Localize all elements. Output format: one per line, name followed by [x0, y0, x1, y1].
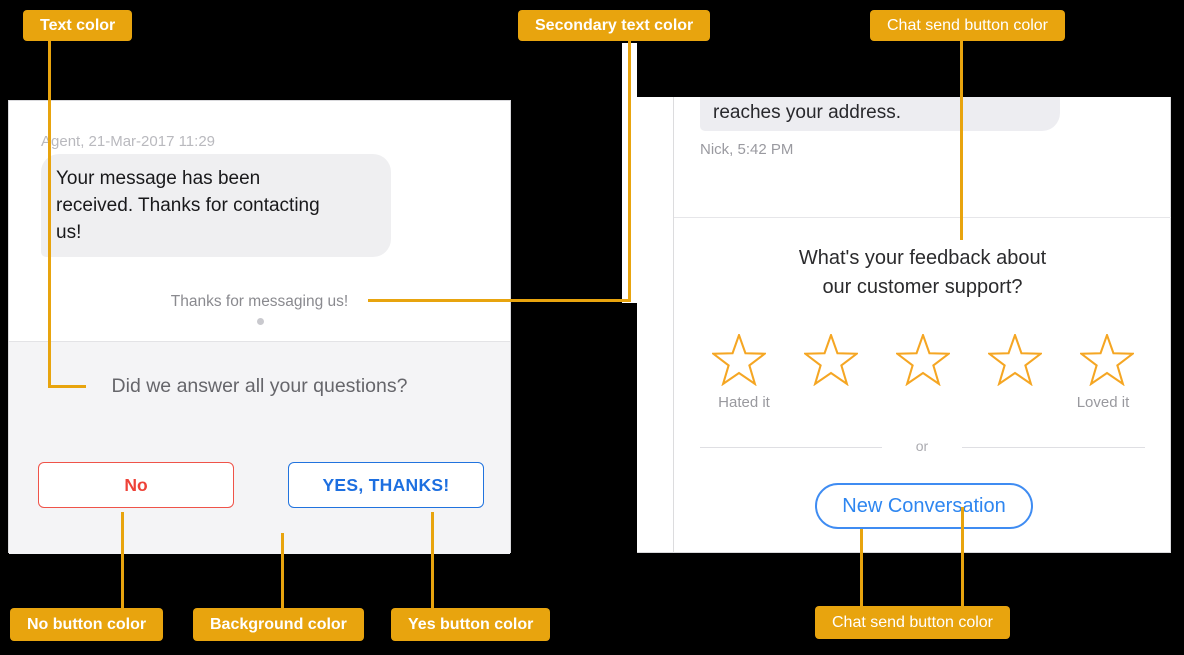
callout-secondary-text-color: Secondary text color [518, 10, 711, 41]
or-divider-text: or [915, 438, 929, 454]
agent-message-bubble-tail: reaches your address. [700, 97, 1060, 131]
star-icon[interactable] [895, 334, 950, 386]
star-icon[interactable] [711, 334, 766, 386]
card-left-border [673, 97, 674, 553]
system-note: Thanks for messaging us! [170, 293, 349, 310]
connector-secondary-text-horizontal [368, 299, 631, 302]
feedback-question: What's your feedback about our customer … [798, 247, 1047, 298]
connector-chat-send-bottom-right [961, 507, 964, 606]
connector-background [281, 533, 284, 608]
callout-chat-send-button-color-bottom: Chat send button color [815, 606, 1010, 639]
star-icon[interactable] [987, 334, 1042, 386]
callout-background-color: Background color [193, 608, 364, 641]
section-divider [674, 217, 1171, 218]
rating-high-label: Loved it [1076, 394, 1130, 411]
star-rating-row [674, 334, 1171, 386]
connector-yes-button [431, 512, 434, 608]
connector-text-color-vertical [48, 41, 51, 388]
connector-chat-send-top [960, 41, 963, 240]
connector-chat-send-bottom-left [860, 529, 863, 606]
callout-no-button-color: No button color [10, 608, 164, 641]
connector-text-color-horizontal [48, 385, 86, 388]
survey-background [9, 341, 510, 554]
chat-widget-panel-left: Agent, 21-Mar-2017 11:29 Your message ha… [8, 100, 511, 554]
scroll-indicator-dot [257, 318, 264, 325]
yes-thanks-button[interactable]: YES, THANKS! [288, 462, 484, 508]
connector-secondary-text-vertical [628, 41, 631, 302]
chat-widget-panel-right: reaches your address. Nick, 5:42 PM What… [637, 97, 1171, 553]
new-conversation-button[interactable]: New Conversation [815, 483, 1033, 529]
or-divider-line [700, 447, 882, 448]
star-icon[interactable] [803, 334, 858, 386]
or-divider-line [962, 447, 1145, 448]
rating-low-label: Hated it [718, 394, 770, 411]
callout-yes-button-color: Yes button color [391, 608, 551, 641]
callout-chat-send-button-color-top: Chat send button color [870, 10, 1065, 41]
star-icon[interactable] [1079, 334, 1134, 386]
agent-message-bubble: Your message has been received. Thanks f… [41, 154, 391, 257]
agent-message-meta: Nick, 5:42 PM [700, 141, 794, 158]
survey-question: Did we answer all your questions? [111, 375, 408, 397]
callout-text-color: Text color [23, 10, 133, 41]
agent-message-meta: Agent, 21-Mar-2017 11:29 [41, 133, 216, 150]
connector-no-button [121, 512, 124, 608]
no-button[interactable]: No [38, 462, 234, 508]
